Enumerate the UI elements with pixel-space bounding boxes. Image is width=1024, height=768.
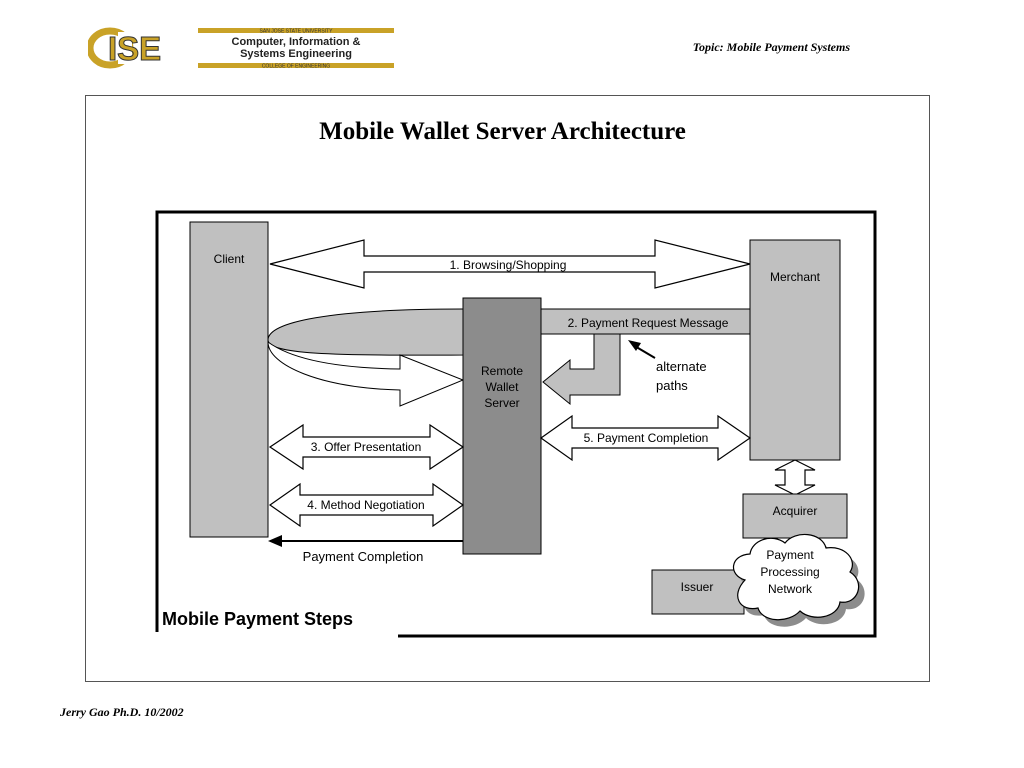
- logo-university: SAN JOSE STATE UNIVERSITY: [260, 29, 334, 35]
- payment-completion-client-head: [268, 535, 282, 547]
- architecture-diagram: Client Merchant Remote Wallet Server 2. …: [155, 210, 877, 638]
- merchant-label: Merchant: [770, 270, 821, 284]
- alternate-path-arrow: [542, 333, 621, 406]
- alternate-label-1: alternate: [656, 359, 707, 374]
- slide-frame: [85, 95, 930, 682]
- logo-dept-line2: Systems Engineering: [240, 48, 352, 60]
- wallet-return-arrow: [267, 341, 465, 407]
- issuer-label: Issuer: [681, 580, 714, 594]
- network-label-2: Processing: [760, 565, 819, 579]
- offer-presentation-label: 3. Offer Presentation: [311, 440, 422, 454]
- logo-acronym: ISE: [108, 30, 161, 67]
- method-negotiation-arrow: [268, 482, 465, 528]
- payment-completion-5-arrow: [539, 414, 752, 462]
- remote-wallet-label-2: Wallet: [486, 380, 520, 394]
- remote-wallet-server-box: [462, 297, 542, 555]
- logo-dept-line1: Computer, Information &: [232, 36, 361, 48]
- network-label-1: Payment: [766, 548, 814, 562]
- alternate-label-2: paths: [656, 378, 688, 393]
- diagram-caption: Mobile Payment Steps: [162, 609, 353, 629]
- remote-wallet-label-3: Server: [484, 396, 519, 410]
- alternate-pointer-head: [628, 340, 641, 351]
- offer-presentation-arrow: [268, 423, 465, 471]
- remote-wallet-label-1: Remote: [481, 364, 523, 378]
- acquirer-box: [742, 493, 848, 539]
- browsing-arrow: [269, 239, 751, 289]
- acquirer-label: Acquirer: [773, 504, 818, 518]
- footer-author: Jerry Gao Ph.D. 10/2002: [60, 705, 184, 719]
- payment-request-label: 2. Payment Request Message: [568, 316, 729, 330]
- logo-college: COLLEGE OF ENGINEERING: [262, 64, 330, 70]
- cise-logo: ISE SAN JOSE STATE UNIVERSITY COLLEGE OF…: [88, 27, 394, 70]
- method-negotiation-label: 4. Method Negotiation: [307, 498, 424, 512]
- merchant-acquirer-arrow: [774, 459, 816, 496]
- browsing-label: 1. Browsing/Shopping: [450, 258, 567, 272]
- client-box: [189, 221, 269, 538]
- payment-completion-client-label: Payment Completion: [303, 549, 424, 564]
- network-cloud: [733, 534, 860, 621]
- diagram-border: [155, 210, 877, 638]
- network-label-3: Network: [768, 582, 813, 596]
- slide-title: Mobile Wallet Server Architecture: [319, 118, 686, 145]
- client-label: Client: [214, 252, 245, 266]
- payment-completion-5-label: 5. Payment Completion: [584, 431, 709, 445]
- topic-label: Topic: Mobile Payment Systems: [692, 40, 850, 54]
